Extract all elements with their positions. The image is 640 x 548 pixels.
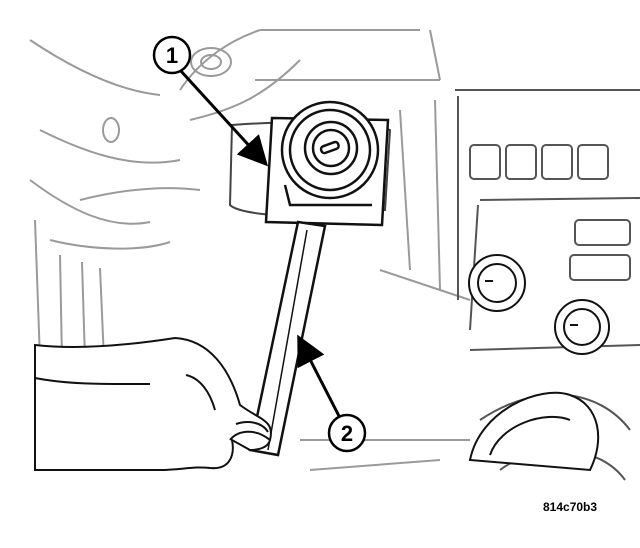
callout-1-circle <box>152 35 192 75</box>
shifter-knob <box>468 391 600 472</box>
callout-2-number: 2 <box>341 421 353 446</box>
callout-1-leader <box>178 68 269 167</box>
callout-2-circle <box>327 413 367 453</box>
callout-1-number: 1 <box>166 43 178 68</box>
radio-knob-left <box>468 254 526 312</box>
callout-1: 1 <box>152 35 269 167</box>
lock-cylinder <box>264 100 390 227</box>
hand <box>34 336 272 471</box>
radio-knob-right <box>554 299 610 355</box>
dashboard-panel <box>29 29 471 471</box>
callout-2-leader <box>297 334 342 419</box>
callout-2: 2 <box>297 334 367 453</box>
figure-id-label: 814c70b3 <box>543 500 598 514</box>
removal-tool <box>248 220 327 457</box>
